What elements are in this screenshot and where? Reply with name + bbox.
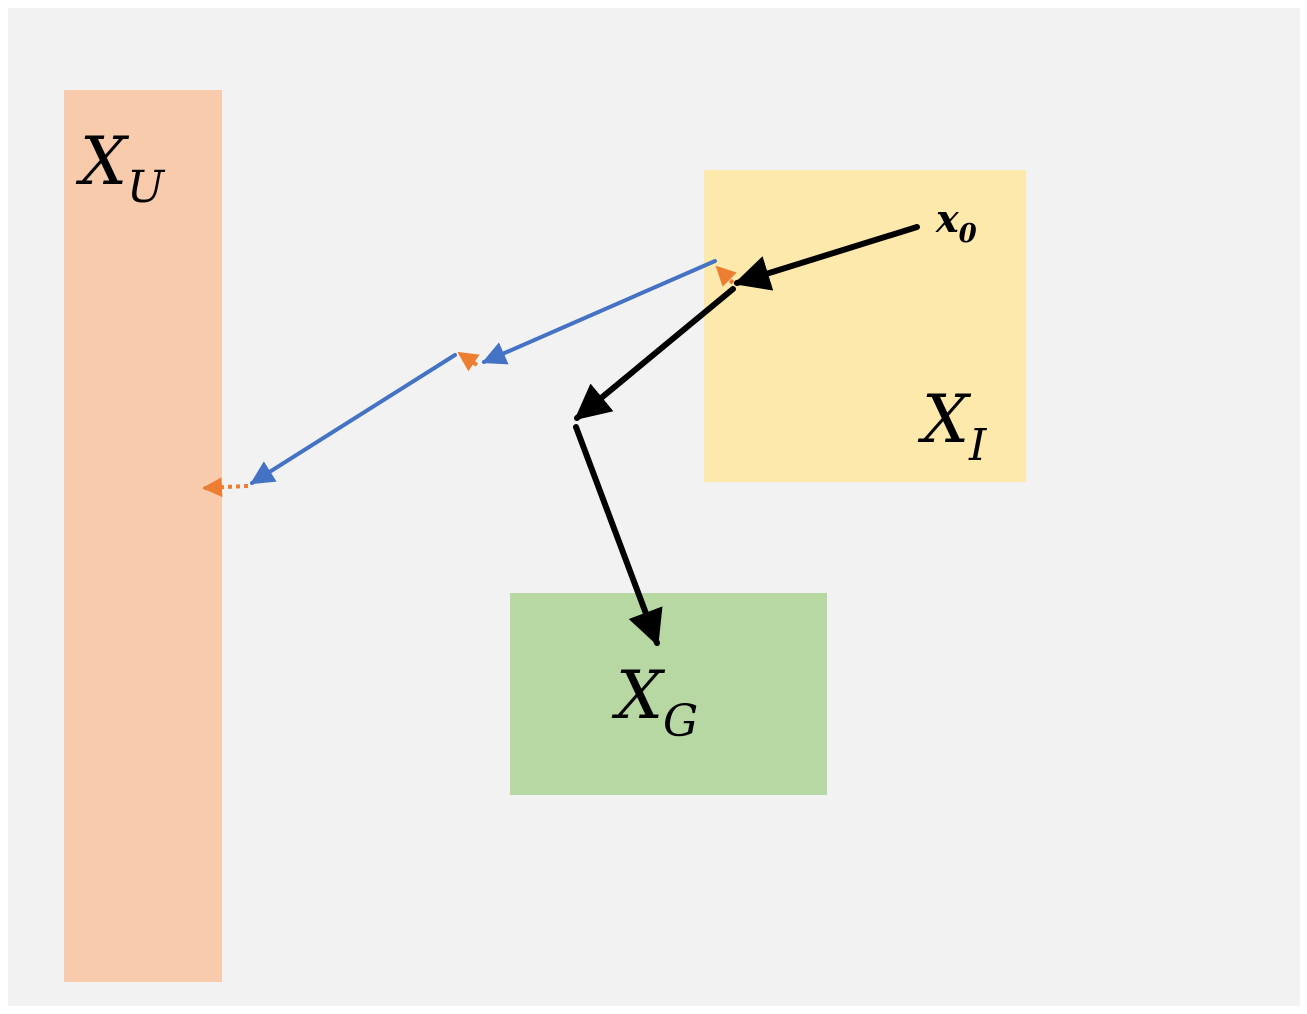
initial-point-label: x0 xyxy=(935,196,977,249)
unsafe-set-subscript: U xyxy=(127,162,166,213)
goal-set-subscript: G xyxy=(663,696,698,747)
background-panel xyxy=(8,8,1300,1006)
unsafe-arrow-2 xyxy=(249,353,457,485)
perturbation-arrow-1 xyxy=(715,265,737,287)
initial-point-symbol: x xyxy=(935,196,960,241)
nominal-trajectory xyxy=(573,224,920,647)
initial-set-box xyxy=(704,170,1026,482)
initial-set-symbol: X xyxy=(917,381,972,458)
initial-point-subscript: 0 xyxy=(959,219,977,249)
unsafe-set-label: XU xyxy=(75,123,166,213)
initial-set-subscript: I xyxy=(968,420,988,471)
goal-set-region: XG xyxy=(510,593,827,795)
unsafe-arrow-1 xyxy=(481,259,717,365)
goal-set-symbol: X xyxy=(611,657,666,734)
unsafe-set-symbol: X xyxy=(75,123,130,200)
goal-set-label: XG xyxy=(611,657,698,747)
perturbation-arrows xyxy=(202,265,737,498)
perturbation-arrow-2 xyxy=(457,351,480,372)
nominal-arrow-2 xyxy=(574,286,736,421)
nominal-arrow-3 xyxy=(573,424,663,647)
goal-set-box xyxy=(510,593,827,795)
initial-set-label: XI xyxy=(917,381,988,471)
unsafe-set-region: XU xyxy=(64,90,222,982)
unsafe-trajectory xyxy=(249,259,717,485)
unsafe-set-box xyxy=(64,90,222,982)
initial-set-region: XI xyxy=(704,170,1026,482)
nominal-arrow-1 xyxy=(733,224,920,291)
